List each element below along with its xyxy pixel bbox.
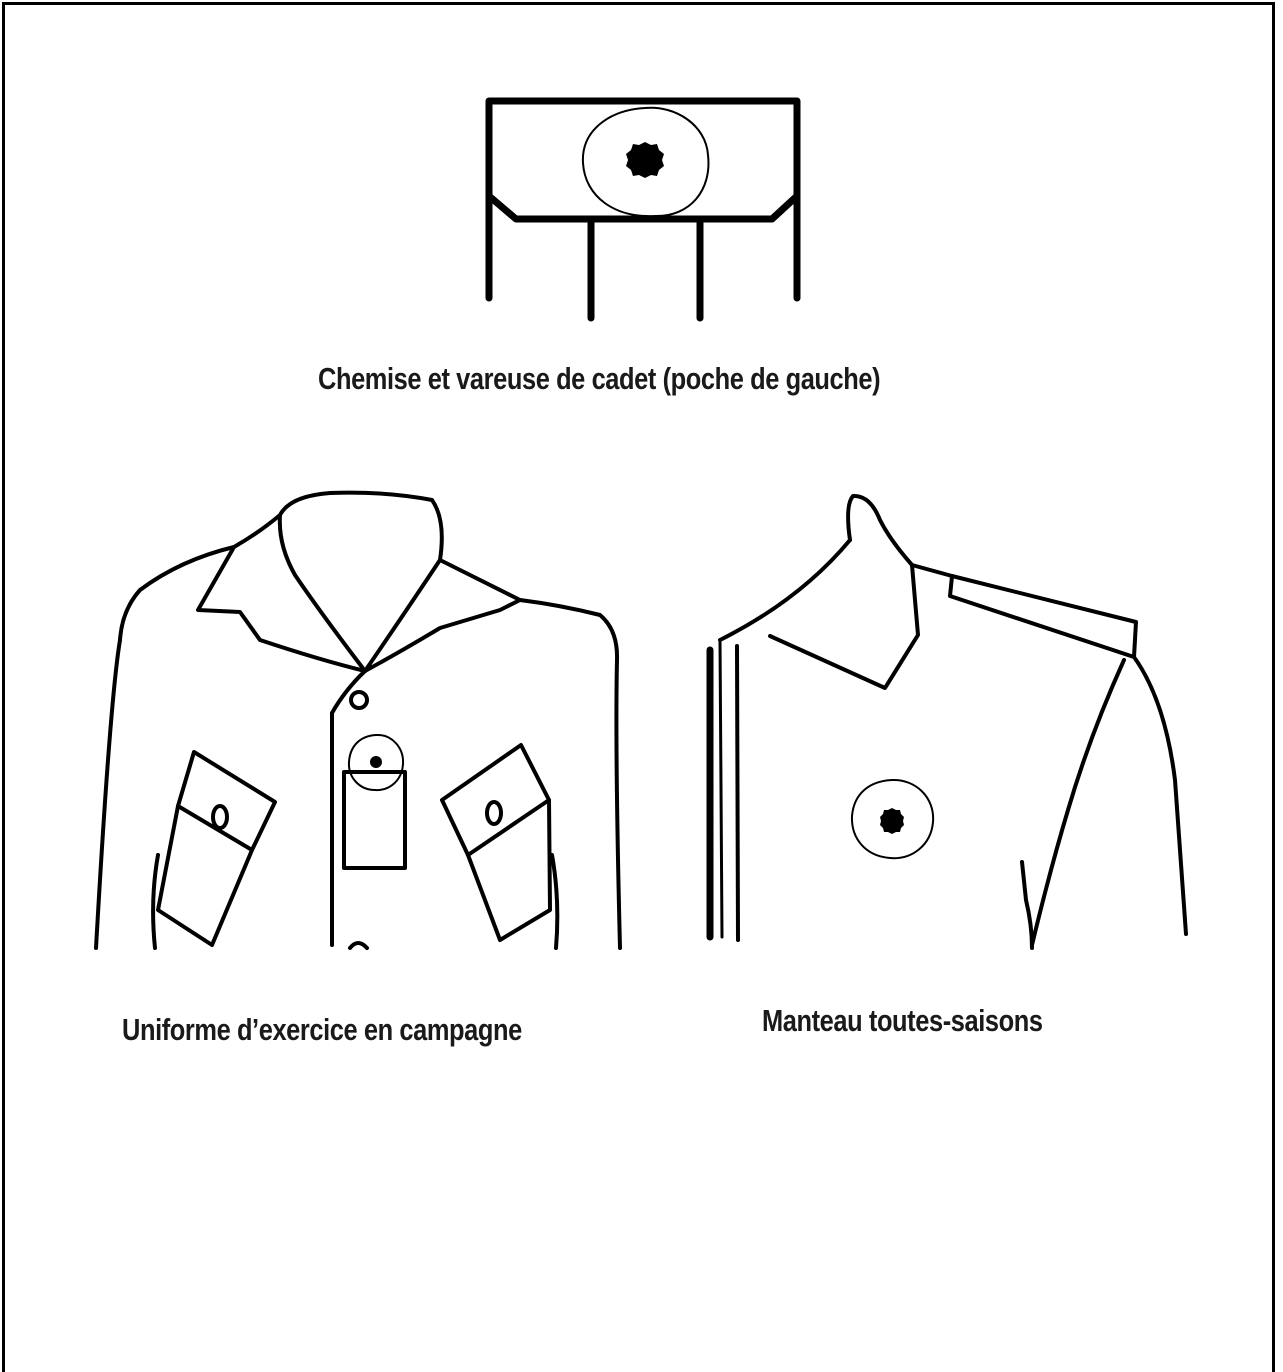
all-season-coat-caption: Manteau toutes-saisons xyxy=(762,1003,1043,1038)
poppy-icon xyxy=(581,106,710,218)
all-season-coat-drawing xyxy=(706,493,1188,950)
shirt-pocket-drawing xyxy=(485,97,801,322)
field-uniform-caption: Uniforme d’exercice en campagne xyxy=(122,1012,522,1047)
field-uniform-drawing xyxy=(94,490,622,950)
poppy-icon xyxy=(347,733,405,792)
shirt-caption: Chemise et vareuse de cadet (poche de ga… xyxy=(318,361,881,396)
poppy-icon xyxy=(850,778,935,860)
